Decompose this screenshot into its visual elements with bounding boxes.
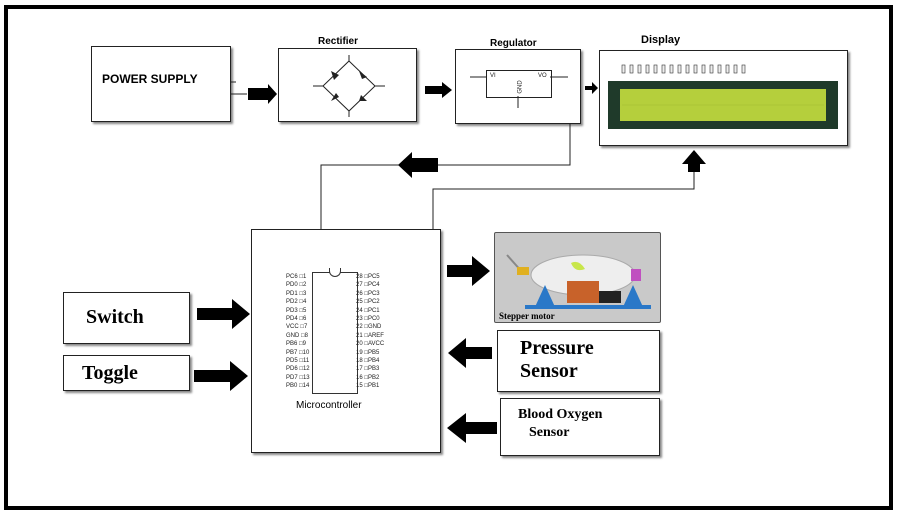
regulator-leads — [470, 76, 568, 108]
microcontroller-label: Microcontroller — [296, 400, 362, 411]
mcu-pin-left: PD6 □12 — [286, 366, 310, 373]
mcu-pin-left: PD2 □4 — [286, 299, 307, 306]
mcu-pin-left: PD0 □2 — [286, 282, 307, 289]
regulator-title: Regulator — [490, 38, 537, 49]
mcu-chip-body — [312, 272, 358, 394]
switch-block: Switch — [63, 292, 190, 344]
mcu-pin-right: 15 □PB1 — [356, 383, 380, 390]
mcu-pin-left: PB0 □14 — [286, 383, 310, 390]
power-supply-block: POWER SUPPLY — [91, 46, 231, 122]
mcu-pin-left: VCC □7 — [286, 324, 308, 331]
regulator-vo-pin: VO — [538, 73, 547, 79]
stepper-motor-label: Stepper motor — [499, 311, 555, 321]
mcu-pin-left: PD5 □11 — [286, 358, 310, 364]
mcu-pin-right: 23 □PC0 — [356, 316, 380, 322]
mcu-pin-left: PC6 □1 — [286, 274, 307, 280]
pressure-sensor-label-line2: Sensor — [520, 360, 578, 382]
power-supply-label: POWER SUPPLY — [102, 72, 198, 86]
mcu-pin-right: 18 □PB4 — [356, 358, 380, 364]
mcu-pin-left: PB6 □9 — [286, 341, 306, 348]
bridge-rectifier-icon — [313, 55, 385, 117]
mcu-pin-right: 28 □PC5 — [356, 274, 380, 280]
regulator-ic-icon — [486, 70, 552, 98]
display-block — [599, 50, 848, 146]
blood-oxygen-label-line2: Sensor — [529, 425, 570, 440]
mcu-pin-left: GND □8 — [286, 332, 308, 339]
switch-label: Switch — [86, 306, 144, 328]
mcu-pin-right: 17 □PB3 — [356, 366, 380, 373]
toggle-label: Toggle — [82, 362, 138, 384]
mcu-pin-right: 24 □PC1 — [356, 307, 380, 314]
blood-oxygen-label-line1: Blood Oxygen — [518, 407, 603, 422]
mcu-pin-left: PD1 □3 — [286, 290, 307, 297]
regulator-vi-pin: VI — [490, 73, 496, 79]
display-title: Display — [641, 34, 681, 46]
toggle-block: Toggle — [63, 355, 190, 391]
mcu-pin-right: 27 □PC4 — [356, 282, 380, 289]
regulator-gnd-pin: GND — [517, 80, 524, 94]
blood-oxygen-sensor-block: Blood Oxygen Sensor — [500, 398, 660, 456]
stepper-motor-image — [506, 254, 651, 309]
regulator-block: VI VO GND — [455, 49, 581, 124]
mcu-pin-right: 16 □PB2 — [356, 374, 380, 381]
mcu-pin-right: 20 □AVCC — [356, 341, 385, 348]
mcu-pin-left: PD3 □5 — [286, 307, 307, 314]
mcu-pin-left: PD7 □13 — [286, 374, 310, 381]
mcu-pin-left: PD4 □6 — [286, 316, 307, 322]
pressure-sensor-block: Pressure Sensor — [497, 330, 660, 392]
rectifier-block — [278, 48, 417, 122]
mcu-pin-right: 19 □PB5 — [356, 349, 380, 356]
mcu-chip-notch — [329, 268, 341, 277]
rectifier-title: Rectifier — [318, 36, 359, 47]
mcu-pin-right: 25 □PC2 — [356, 299, 380, 306]
mcu-pin-right: 26 □PC3 — [356, 290, 380, 297]
lcd-module-icon — [608, 64, 838, 129]
mcu-pin-right: 22 □GND — [356, 324, 382, 331]
pressure-sensor-label-line1: Pressure — [520, 337, 594, 359]
mcu-pin-left: PB7 □10 — [286, 349, 310, 356]
stepper-motor-block: Stepper motor — [494, 232, 661, 323]
mcu-pin-right: 21 □AREF — [356, 332, 384, 339]
